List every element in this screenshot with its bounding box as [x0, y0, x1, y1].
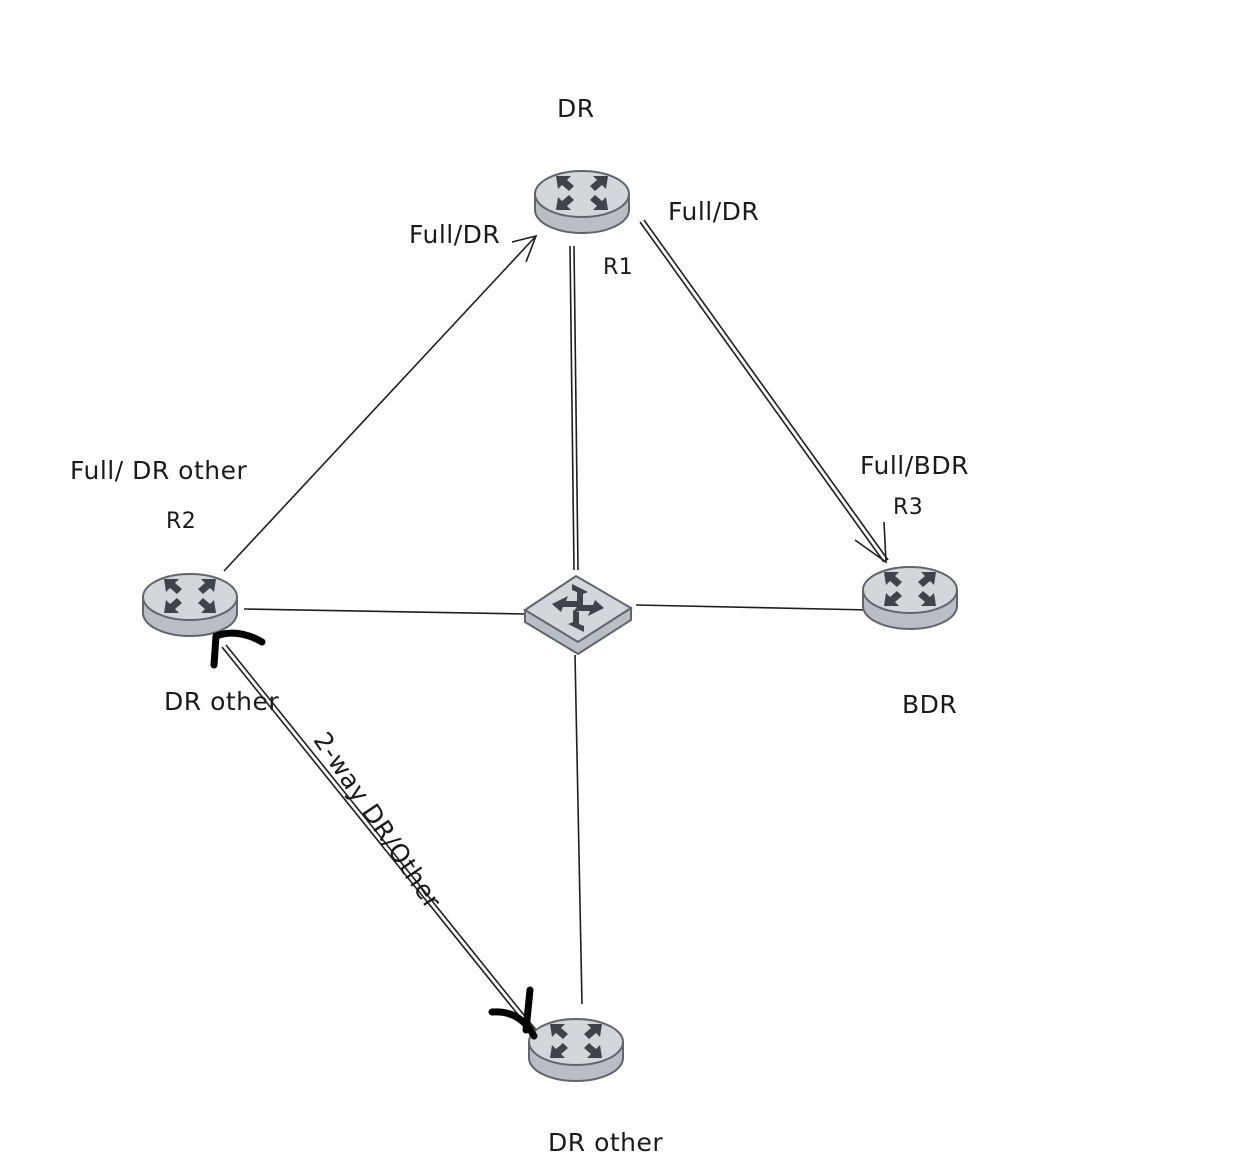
- r2-name-label: R2: [166, 509, 197, 534]
- r3-role-label: BDR: [902, 690, 958, 719]
- adjacency-r2-r4-2: [225, 644, 537, 1031]
- links: [221, 219, 889, 1033]
- link-r2-r1-state-label: Full/DR: [409, 220, 501, 249]
- r3-name-label: R3: [893, 495, 924, 520]
- hand-drawn-mark-r2: [210, 629, 266, 669]
- switch-icon: [523, 574, 633, 656]
- adjacency-r2-r1-arrowhead: [511, 234, 538, 263]
- hand-drawn-marks: [210, 629, 538, 1040]
- r1-name-label: R1: [603, 255, 634, 280]
- link-r1-switch-2: [573, 245, 579, 571]
- r2-role-label: DR other: [164, 687, 280, 716]
- link-r1-switch: [569, 245, 575, 571]
- adjacency-r1-r3: [639, 221, 885, 563]
- link-r3-switch: [635, 604, 871, 611]
- router-icon-r3[interactable]: [862, 566, 958, 630]
- adjacency-r2-r1: [223, 235, 537, 572]
- adjacency-r1-r3-2: [643, 219, 889, 561]
- hand-drawn-mark-r4: [488, 986, 538, 1040]
- router-icon-r2[interactable]: [142, 573, 238, 637]
- link-r1-r3-state-label: Full/DR: [668, 197, 760, 226]
- r1-role-label: DR: [557, 94, 595, 123]
- adjacency-r1-r3-arrowhead: [854, 521, 887, 564]
- r3-state-label: Full/BDR: [860, 451, 969, 480]
- link-r2-switch: [243, 608, 529, 615]
- adjacency-r2-r4: [221, 646, 533, 1033]
- r2-state-label: Full/ DR other: [70, 456, 248, 485]
- router-icon-r1[interactable]: [534, 170, 630, 234]
- link-switch-r4: [574, 654, 583, 1005]
- r4-role-label: DR other: [548, 1128, 664, 1157]
- router-icon-r4[interactable]: [528, 1018, 624, 1082]
